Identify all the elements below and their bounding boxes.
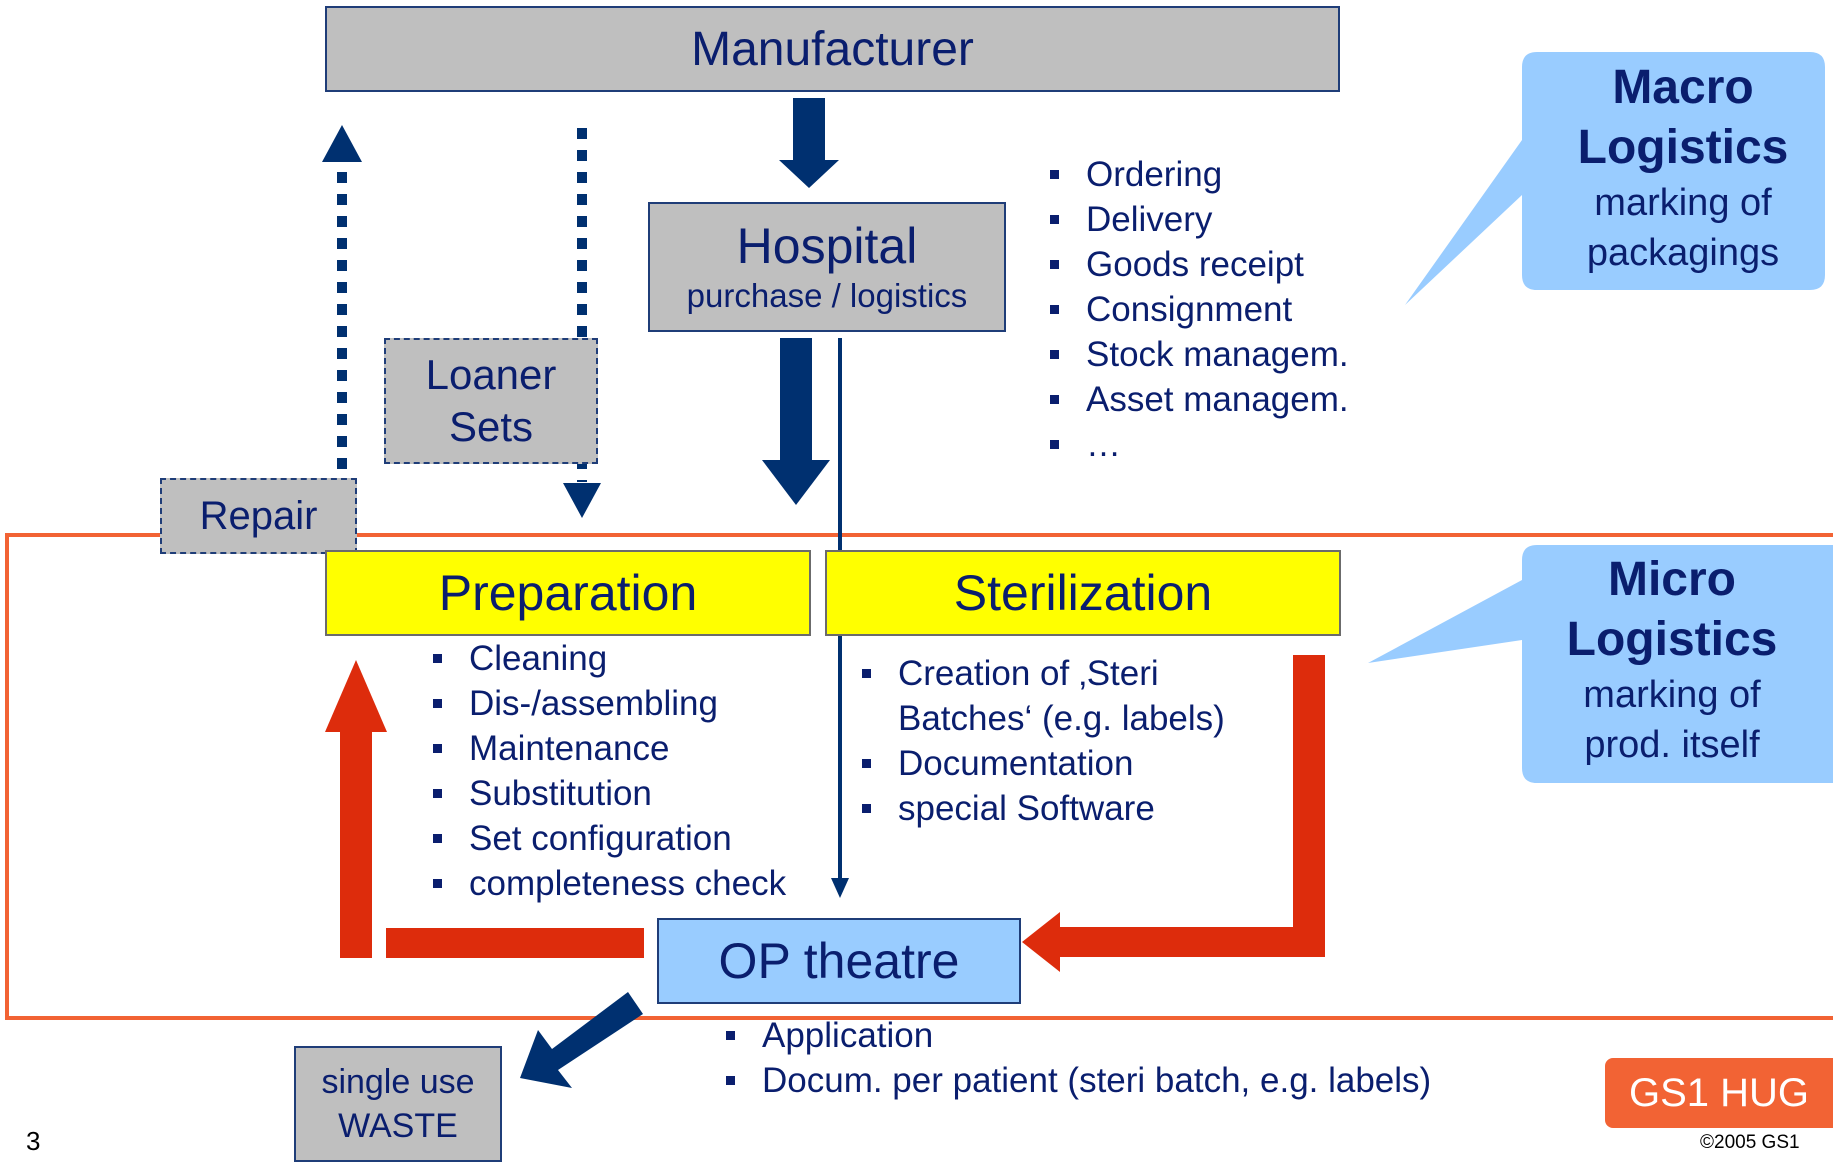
list-item: Docum. per patient (steri batch, e.g. la… xyxy=(724,1058,1431,1103)
arrow-manufacturer-to-hospital xyxy=(779,98,839,188)
waste-box: single use WASTE xyxy=(294,1046,502,1162)
micro-callout-text: Micro Logistics marking of prod. itself xyxy=(1522,550,1822,770)
op-task-list: Application Docum. per patient (steri ba… xyxy=(724,1013,1431,1103)
page-number: 3 xyxy=(26,1126,41,1156)
copyright: ©2005 GS1 xyxy=(1700,1132,1800,1153)
list-item-continuation: Batches‘ (e.g. labels) xyxy=(898,699,1225,738)
sterilization-task-list: Creation of ‚Steri Batches‘ (e.g. labels… xyxy=(860,651,1225,831)
micro-title-2: Logistics xyxy=(1566,613,1778,666)
macro-title-2: Logistics xyxy=(1577,121,1789,174)
list-item: Ordering xyxy=(1048,152,1349,197)
arrow-repair-to-manufacturer xyxy=(322,125,362,535)
op-theatre-box: OP theatre xyxy=(657,918,1021,1004)
manufacturer-box: Manufacturer xyxy=(325,6,1340,92)
micro-sub-2: prod. itself xyxy=(1584,724,1760,766)
hospital-title: Hospital xyxy=(736,218,918,274)
manufacturer-label: Manufacturer xyxy=(691,22,974,76)
list-item: Maintenance xyxy=(431,726,786,771)
list-item: completeness check xyxy=(431,861,786,906)
arrow-hospital-to-sterilization xyxy=(762,338,830,505)
repair-box: Repair xyxy=(160,478,357,554)
hospital-task-list: Ordering Delivery Goods receipt Consignm… xyxy=(1048,152,1349,467)
micro-callout-bubble xyxy=(1368,545,1833,783)
list-item: Goods receipt xyxy=(1048,242,1349,287)
macro-title-1: Macro xyxy=(1612,61,1754,114)
micro-logistics-frame xyxy=(5,533,1833,1020)
waste-label-2: WASTE xyxy=(338,1107,458,1145)
micro-title-1: Micro xyxy=(1607,553,1736,606)
repair-label: Repair xyxy=(199,493,318,538)
preparation-label: Preparation xyxy=(438,565,698,621)
loaner-label-2: Sets xyxy=(448,403,534,450)
hospital-subtitle: purchase / logistics xyxy=(686,277,968,314)
sterilization-box: Sterilization xyxy=(825,550,1341,636)
list-item: Documentation xyxy=(860,741,1225,786)
sterilization-label: Sterilization xyxy=(953,565,1213,621)
list-item: Application xyxy=(724,1013,1431,1058)
list-item: Asset managem. xyxy=(1048,377,1349,422)
arrow-op-to-waste xyxy=(520,992,643,1088)
arrow-sterilization-to-op xyxy=(1022,655,1325,972)
list-item: Delivery xyxy=(1048,197,1349,242)
list-item: Consignment xyxy=(1048,287,1349,332)
arrow-op-to-preparation xyxy=(325,660,644,958)
list-item: … xyxy=(1048,422,1349,467)
list-item: Cleaning xyxy=(431,636,786,681)
brand-badge: GS1 HUG xyxy=(1605,1058,1833,1128)
list-item: Dis-/assembling xyxy=(431,681,786,726)
waste-label-1: single use xyxy=(321,1063,475,1101)
list-item: Creation of ‚Steri xyxy=(860,651,1225,696)
list-item: Set configuration xyxy=(431,816,786,861)
op-theatre-label: OP theatre xyxy=(718,933,960,989)
list-item: Substitution xyxy=(431,771,786,816)
list-item: special Software xyxy=(860,786,1225,831)
macro-callout-bubble xyxy=(1405,52,1825,305)
hospital-box: Hospital purchase / logistics xyxy=(648,202,1006,332)
loaner-sets-box: Loaner Sets xyxy=(384,338,598,464)
list-item: Stock managem. xyxy=(1048,332,1349,377)
micro-sub-1: marking of xyxy=(1583,674,1761,716)
preparation-box: Preparation xyxy=(325,550,811,636)
macro-sub-2: packagings xyxy=(1586,232,1780,274)
loaner-label-1: Loaner xyxy=(425,351,557,398)
macro-callout-text: Macro Logistics marking of packagings xyxy=(1530,58,1833,278)
macro-sub-1: marking of xyxy=(1594,182,1772,224)
preparation-task-list: Cleaning Dis-/assembling Maintenance Sub… xyxy=(431,636,786,906)
